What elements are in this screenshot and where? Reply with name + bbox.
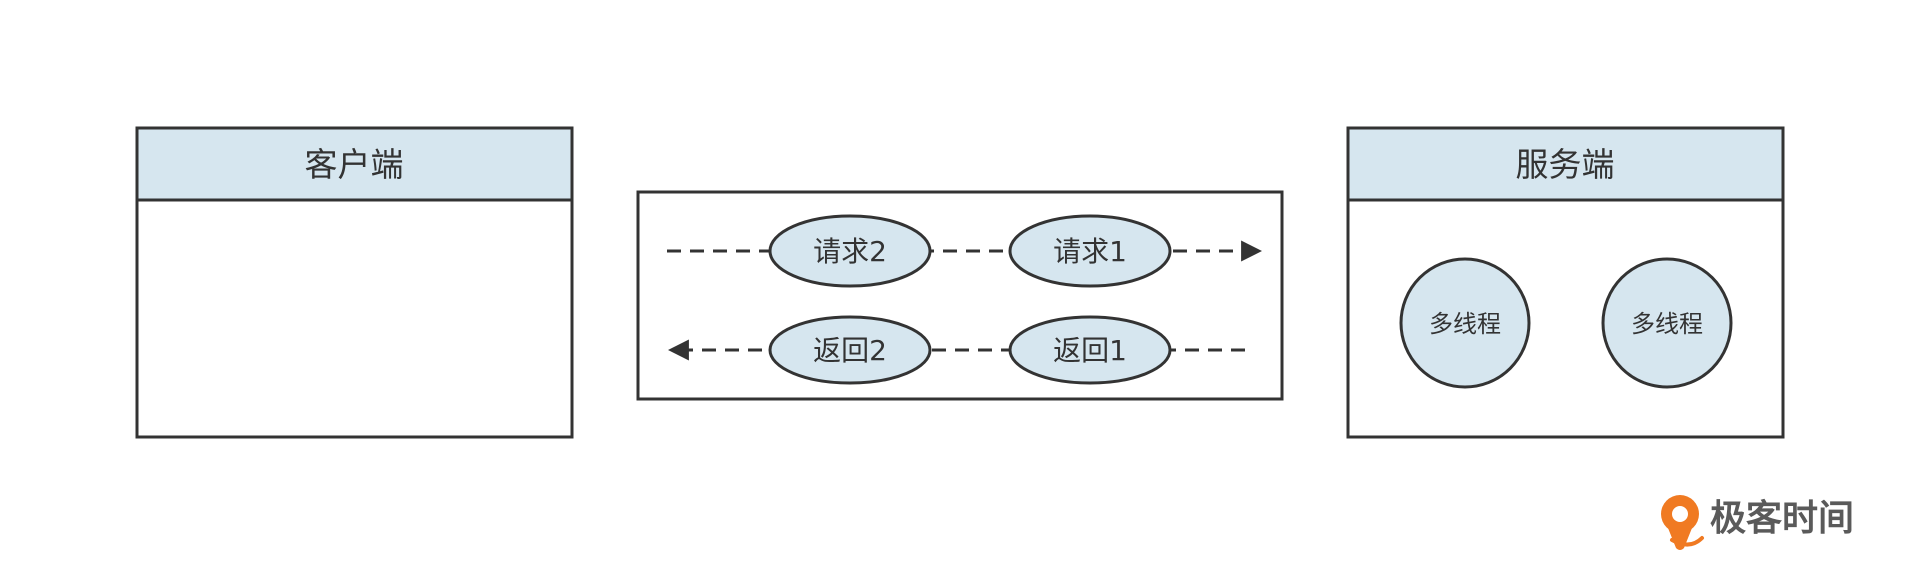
thread-label: 多线程 (1429, 310, 1501, 338)
request-label: 请求1 (1053, 235, 1127, 268)
client-box-header (135, 126, 574, 202)
geektime-logo-icon (1661, 495, 1704, 550)
logo-text: 极客时间 (1710, 498, 1854, 539)
thread-label: 多线程 (1631, 310, 1703, 338)
request-node: 请求2 (768, 214, 932, 288)
client-box-title: 客户端 (305, 145, 404, 184)
response-node: 返回2 (768, 315, 932, 385)
server-box-title: 服务端 (1516, 145, 1615, 184)
server-box-header (1346, 126, 1785, 202)
request-ellipse (768, 214, 932, 288)
request-node: 请求1 (1008, 214, 1172, 288)
response-label: 返回1 (1053, 334, 1127, 367)
geektime-logo: 极客时间 (1661, 495, 1854, 550)
thread-node: 多线程 (1399, 257, 1531, 389)
channel-box-frame (636, 190, 1284, 401)
thread-circle (1399, 257, 1531, 389)
request-ellipse (1008, 214, 1172, 288)
thread-node: 多线程 (1601, 257, 1733, 389)
server-box: 服务端 多线程 多线程 (1346, 126, 1785, 439)
response-ellipse (768, 315, 932, 385)
response-node: 返回1 (1008, 315, 1172, 385)
response-ellipse (1008, 315, 1172, 385)
client-box: 客户端 (135, 126, 574, 439)
response-label: 返回2 (813, 334, 887, 367)
thread-circle (1601, 257, 1733, 389)
request-label: 请求2 (813, 235, 887, 268)
channel-box: 请求2 请求1 返回2 返回1 (636, 190, 1284, 401)
